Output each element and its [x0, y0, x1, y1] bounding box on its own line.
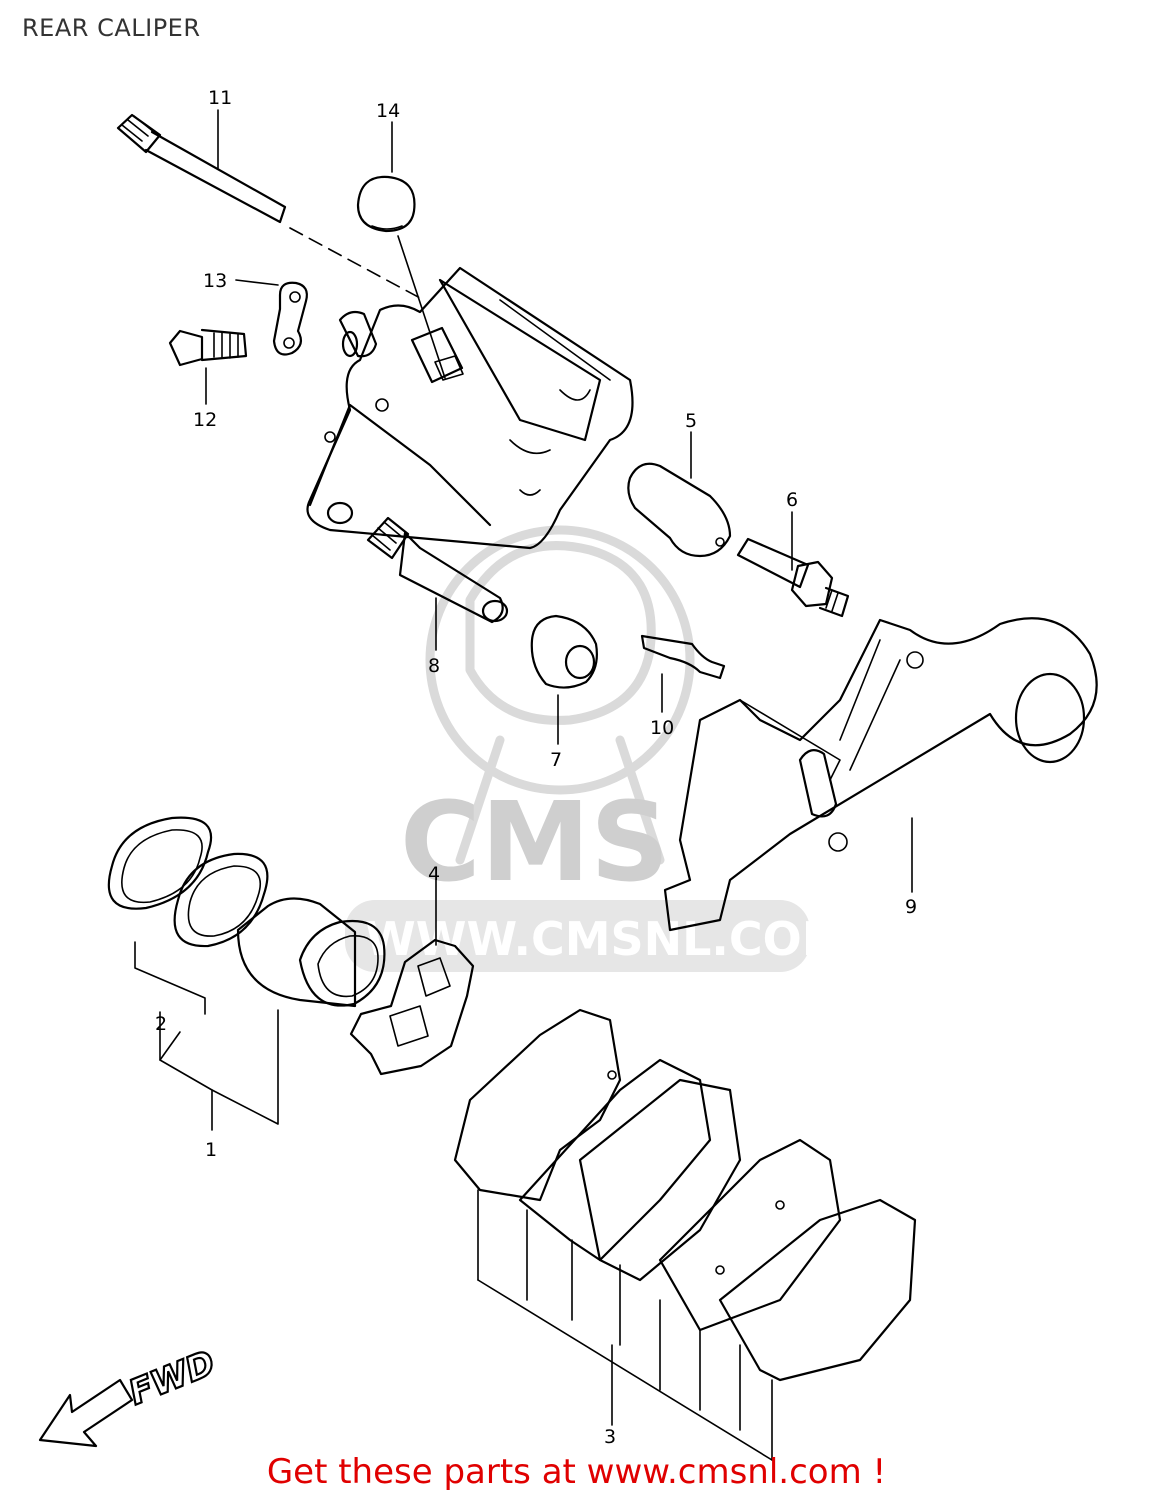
callout-10: 10: [650, 717, 674, 739]
callout-13: 13: [203, 270, 227, 292]
part-7-boot: [530, 614, 598, 689]
part-5-boot: [627, 462, 732, 558]
part-4-shim: [349, 938, 475, 1076]
part-10-clip: [640, 634, 726, 680]
part-11-slide-pin: [116, 113, 421, 299]
callout-8: 8: [428, 655, 440, 677]
part-13-bleeder-cap: [272, 281, 308, 356]
callout-6: 6: [786, 489, 798, 511]
watermark-logo-text: CMS: [400, 778, 669, 906]
part-1-piston: [236, 897, 386, 1008]
part-9-bracket: [663, 617, 1098, 932]
page-title: REAR CALIPER: [22, 14, 201, 42]
part-3-brake-pads: [453, 1008, 917, 1461]
callout-12: 12: [193, 409, 217, 431]
part-8-sleeve-bolt: [366, 516, 509, 624]
fwd-label: FWD: [123, 1343, 220, 1413]
watermark-url: WWW.CMSNL.COM: [365, 912, 848, 966]
caliper-body: [306, 235, 634, 550]
callout-14: 14: [376, 100, 400, 122]
callout-11: 11: [208, 87, 232, 109]
fwd-arrow-indicator: FWD: [38, 1342, 222, 1448]
callout-4: 4: [428, 863, 440, 885]
callout-1: 1: [205, 1139, 217, 1161]
callout-5: 5: [685, 410, 697, 432]
part-6-bolt: [736, 537, 850, 618]
callout-7: 7: [550, 749, 562, 771]
part-12-bleeder-valve: [168, 328, 248, 367]
part-14-cap: [356, 175, 416, 233]
callout-9: 9: [905, 896, 917, 918]
callout-3: 3: [604, 1426, 616, 1448]
fwd-arrow-icon: [38, 1378, 134, 1448]
watermark-logo: CMS WWW.CMSNL.COM: [345, 525, 848, 972]
callout-2: 2: [155, 1013, 167, 1035]
part-2-seals: [107, 816, 269, 948]
leader-lines: [134, 109, 913, 1426]
promo-link-text[interactable]: Get these parts at www.cmsnl.com !: [266, 1452, 887, 1492]
callout-numbers: 11 14 13 12 5 6 8 10 7 9 4 2 1 3: [155, 87, 917, 1448]
